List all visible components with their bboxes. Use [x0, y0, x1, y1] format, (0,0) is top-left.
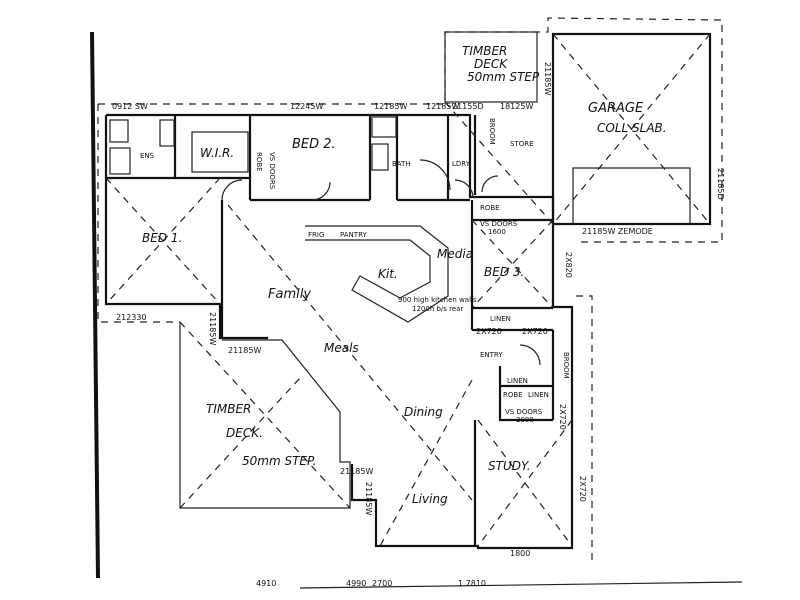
door-swing — [481, 175, 499, 193]
timber-deck-label: DECK. — [226, 426, 263, 440]
dimension-label: 21155D — [452, 102, 484, 111]
dimension-label: 212330 — [116, 313, 147, 322]
dim-study: 2000 — [516, 416, 534, 424]
dimension-label: 12245W — [290, 102, 323, 111]
robe-bed3-label: ROBE — [480, 204, 500, 212]
house-outline — [106, 113, 574, 550]
dimension-label: 2X820 — [564, 252, 573, 278]
living-label: Living — [412, 492, 448, 506]
boundary-line-left — [90, 31, 100, 579]
linen-top-label: LINEN — [490, 315, 511, 323]
timber-deck-west — [179, 322, 351, 509]
timber-deck-north — [444, 31, 538, 103]
timber-deck-north-label: 50mm STEP — [467, 70, 540, 84]
dimension-label: 2X720 — [476, 327, 502, 336]
dimension-label: 2X720 — [578, 476, 587, 502]
roof-line — [477, 419, 573, 547]
timber-deck-north-label: TIMBER — [462, 44, 507, 58]
dimension-label: 18125W — [500, 102, 533, 111]
broom-label: BROOM — [488, 118, 496, 145]
robe-study-label: ROBE — [503, 391, 523, 399]
dimension-label: 2X720 — [558, 404, 567, 430]
door-swing — [419, 159, 451, 191]
door-swing — [454, 179, 474, 199]
roof-line — [444, 101, 554, 225]
kitchen-bench — [305, 225, 449, 323]
dimension-label: 0912 SW — [112, 102, 148, 111]
wir-label: W.I.R. — [200, 146, 234, 160]
boundary-line-bottom — [299, 581, 743, 589]
deck-roof-line — [179, 377, 301, 509]
entry-label: ENTRY — [480, 351, 503, 359]
wall — [498, 366, 553, 422]
wir-outline — [191, 131, 249, 173]
door-swing — [519, 344, 541, 366]
dimension-label: 21185W — [543, 62, 552, 95]
bottom-dimension: 4910 — [256, 579, 276, 588]
ens-fixture — [159, 119, 175, 147]
bed2-label: BED 2. — [292, 137, 336, 152]
study-label: STUDY. — [488, 459, 531, 473]
doors-bed3-label: VS DOORS — [480, 220, 518, 228]
ens-fixture — [109, 119, 129, 143]
bottom-dimension: 2700 — [372, 579, 392, 588]
linen-mid-label: LINEN — [507, 377, 528, 385]
bath-fixture — [371, 143, 389, 171]
timber-deck-label: TIMBER — [206, 402, 251, 416]
roof-line — [471, 219, 554, 309]
bath-label: BATH — [392, 160, 411, 168]
dimension-label: 21185W — [364, 482, 373, 515]
family-label: Family — [268, 287, 311, 302]
bath-fixture — [371, 116, 397, 138]
meals-label: Meals — [324, 341, 359, 355]
door-swing — [311, 181, 331, 201]
bed3-label: BED 3. — [484, 265, 524, 279]
roof-line — [379, 379, 473, 547]
kitchen-note: 900 high kitchen walls — [398, 296, 477, 304]
kit-label: Kit. — [378, 267, 398, 281]
dimension-label: 21185W ZEMODE — [582, 227, 653, 236]
garage-outline — [551, 32, 712, 226]
bed1-label: BED 1. — [142, 231, 182, 245]
broom-side-label: BROOM — [562, 352, 570, 379]
roof-line — [105, 177, 221, 305]
dimension-label: 12185W — [374, 102, 407, 111]
robe-bed1-label: ROBE — [255, 152, 263, 172]
dining-label: Dining — [404, 405, 443, 419]
dimension-label: 12185W — [426, 102, 459, 111]
pantry-label: PANTRY — [340, 231, 367, 239]
eaves-outline-right — [576, 295, 593, 562]
dimension-label: 21185W — [228, 346, 261, 355]
ens-label: ENS — [140, 152, 155, 160]
doors-study-label: VS DOORS — [505, 408, 543, 416]
ldry-label: LDRY — [452, 160, 471, 168]
media-label: Media — [437, 247, 473, 261]
dimension-label: 1800 — [510, 549, 530, 558]
garage-note: COLL SLAB. — [597, 121, 667, 135]
garage-roof-line — [552, 33, 711, 225]
garage-label: GARAGE — [588, 101, 644, 116]
deck-roof-line — [179, 321, 351, 509]
timber-deck-label: 50mm STEP. — [242, 454, 316, 468]
dimension-label: 21185D — [716, 168, 725, 200]
garage-slab-step — [572, 167, 691, 224]
linen-small-label: LINEN — [528, 391, 549, 399]
timber-deck-north-label: DECK — [474, 57, 508, 71]
dimension-label: 2X720 — [522, 327, 548, 336]
bottom-dimension: 4990 — [346, 579, 366, 588]
store-label: STORE — [510, 140, 534, 148]
kitchen-note: 1200h b/s rear — [412, 305, 463, 313]
bottom-dimension: 1 7810 — [458, 579, 486, 588]
frig-label: FRIG — [308, 231, 324, 239]
dimension-label: 21185W — [208, 312, 217, 345]
roof-line — [471, 219, 554, 309]
dim-bed3: 1600 — [488, 228, 506, 236]
ens-fixture — [109, 147, 131, 175]
dimension-label: 21185W — [340, 467, 373, 476]
doors-bed1-label: VS DOORS — [268, 152, 276, 190]
door-swing — [221, 179, 243, 201]
